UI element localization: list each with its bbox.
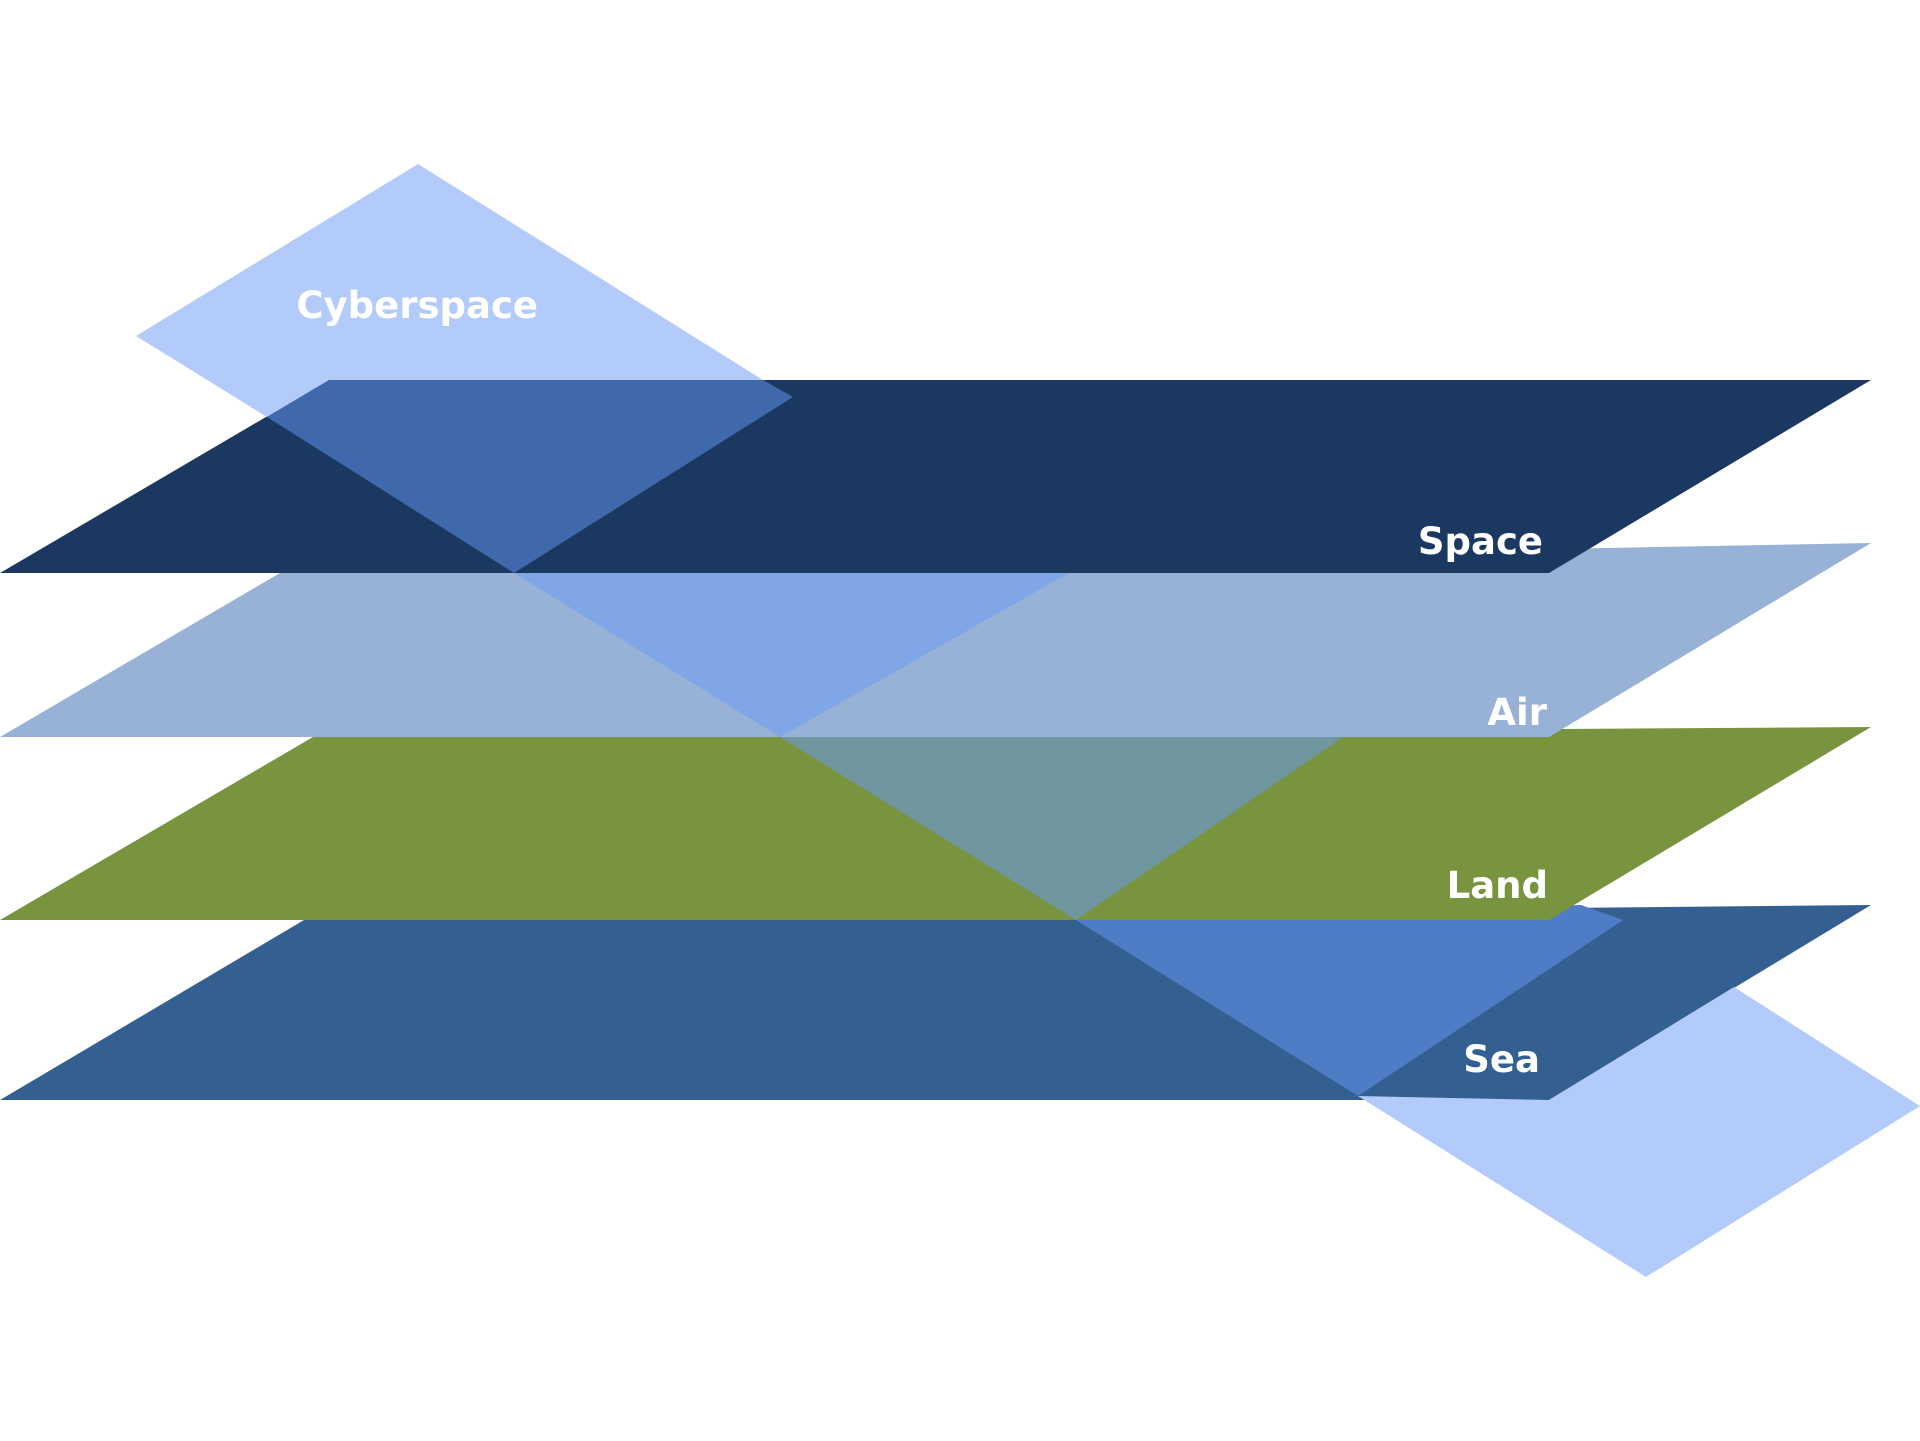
air-label: Air — [1487, 691, 1547, 734]
cyberspace-plane-lower — [1358, 987, 1920, 1277]
cyberspace-space-overlap — [267, 380, 793, 573]
cyberspace-land-overlap — [780, 737, 1343, 920]
cyberspace-label: Cyberspace — [296, 284, 538, 327]
land-label: Land — [1447, 864, 1548, 907]
sea-label: Sea — [1463, 1038, 1540, 1081]
space-label: Space — [1418, 520, 1543, 563]
cyberspace-air-overlap — [514, 573, 1069, 737]
cyberspace-sea-overlap — [1076, 905, 1623, 1096]
cyberspace-plane-upper — [136, 164, 763, 417]
